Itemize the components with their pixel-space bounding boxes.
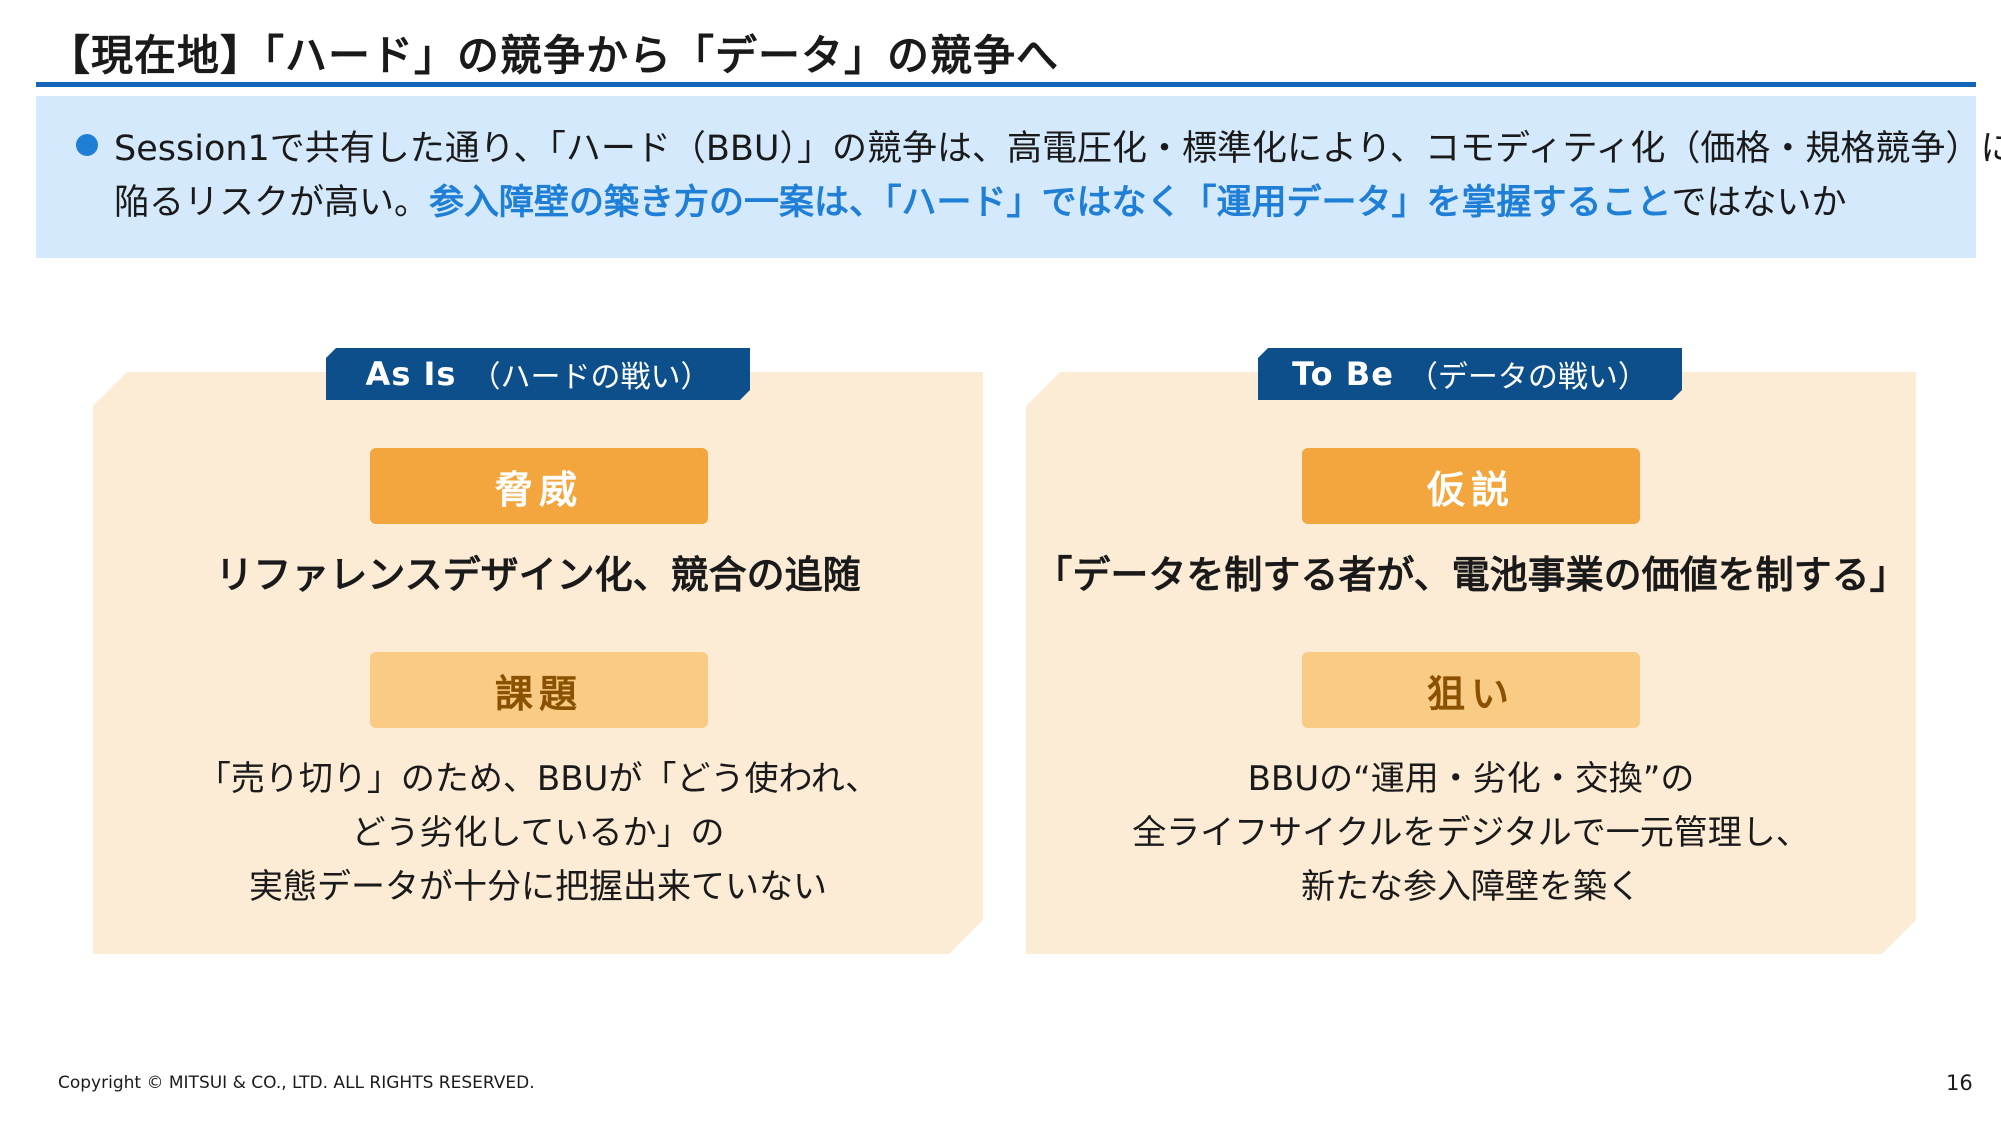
summary-line-2: 陥るリスクが高い。参入障壁の築き方の一案は、「ハード」ではなく「運用データ」を掌… bbox=[114, 174, 1847, 225]
to-be-tag: To Be （データの戦い） bbox=[1258, 348, 1682, 400]
as-is-tag: As Is （ハードの戦い） bbox=[326, 348, 750, 400]
summary-line-2-suffix: ではないか bbox=[1671, 183, 1847, 223]
as-is-body-line-3: 実態データが十分に把握出来ていない bbox=[249, 867, 827, 907]
summary-line-1: Session1で共有した通り、「ハード（BBU）」の競争は、高電圧化・標準化に… bbox=[114, 129, 2001, 169]
to-be-tag-sub: （データの戦い） bbox=[1407, 360, 1648, 395]
as-is-headline: リファレンスデザイン化、競合の追随 bbox=[215, 553, 861, 597]
as-is-threat-label: 脅威 bbox=[370, 448, 708, 524]
to-be-body-line-2: 全ライフサイクルをデジタルで一元管理し、 bbox=[1132, 813, 1810, 853]
bullet-icon bbox=[76, 134, 98, 156]
summary-box bbox=[36, 96, 1976, 258]
to-be-hypothesis-label: 仮説 bbox=[1302, 448, 1640, 524]
as-is-tag-main: As Is bbox=[365, 355, 457, 393]
summary-line-2-prefix: 陥るリスクが高い。 bbox=[114, 183, 430, 223]
as-is-body-line-2: どう劣化しているか」の bbox=[351, 813, 725, 853]
to-be-headline: 「データを制する者が、電池事業の価値を制する」 bbox=[1034, 553, 1908, 597]
slide-title: 【現在地】「ハード」の競争から「データ」の競争へ bbox=[48, 31, 1060, 80]
copyright: Copyright © MITSUI & CO., LTD. ALL RIGHT… bbox=[58, 1073, 535, 1093]
as-is-tag-sub: （ハードの戦い） bbox=[470, 360, 711, 395]
to-be-body: BBUの“運用・劣化・交換”の 全ライフサイクルをデジタルで一元管理し、 新たな… bbox=[1026, 752, 1916, 914]
as-is-body: 「売り切り」のため、BBUが「どう使われ、 どう劣化しているか」の 実態データが… bbox=[93, 752, 983, 914]
page-number: 16 bbox=[1946, 1071, 1973, 1095]
summary-highlight: 参入障壁の築き方の一案は、「ハード」ではなく「運用データ」を掌握すること bbox=[429, 183, 1672, 223]
title-underline bbox=[36, 82, 1976, 87]
to-be-tag-main: To Be bbox=[1292, 355, 1394, 393]
to-be-body-line-3: 新たな参入障壁を築く bbox=[1301, 867, 1641, 907]
to-be-body-line-1: BBUの“運用・劣化・交換”の bbox=[1247, 759, 1695, 799]
as-is-body-line-1: 「売り切り」のため、BBUが「どう使われ、 bbox=[196, 759, 880, 799]
to-be-aim-label: 狙い bbox=[1302, 652, 1640, 728]
as-is-issue-label: 課題 bbox=[370, 652, 708, 728]
